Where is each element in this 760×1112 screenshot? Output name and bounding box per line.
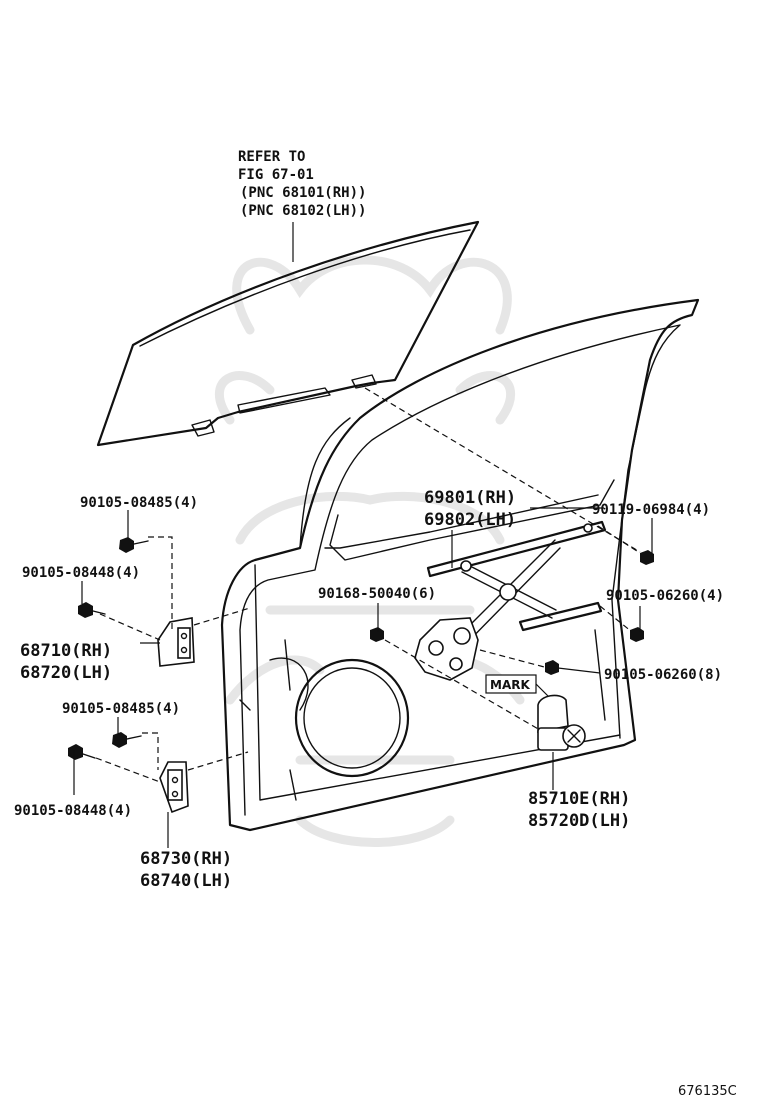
label-85710e-rh: 85710E(RH) — [528, 789, 630, 809]
diagram-id: 676135C — [678, 1084, 737, 1099]
label-90105-08485-lower: 90105-08485(4) — [62, 701, 180, 717]
ref-line-4: (PNC 68102(LH)) — [240, 203, 366, 219]
watermark-emblem — [214, 255, 525, 847]
lower-hinge — [159, 761, 189, 814]
regulator-motor — [537, 694, 586, 751]
label-68730-rh: 68730(RH) — [140, 849, 232, 869]
ref-line-3: (PNC 68101(RH)) — [240, 185, 366, 201]
label-mark: MARK — [490, 678, 530, 692]
assembly-lines — [95, 387, 641, 783]
mark-box — [485, 674, 537, 694]
label-90105-08448-upper: 90105-08448(4) — [22, 565, 140, 581]
label-68740-lh: 68740(LH) — [140, 871, 232, 891]
label-85720d-lh: 85720D(LH) — [528, 811, 630, 831]
leader-lines — [73, 222, 653, 848]
door-shell — [220, 298, 700, 832]
label-90105-08448-lower: 90105-08448(4) — [14, 803, 132, 819]
label-68710-rh: 68710(RH) — [20, 641, 112, 661]
label-90105-08485-upper: 90105-08485(4) — [80, 495, 198, 511]
label-90105-06260-4: 90105-06260(4) — [606, 588, 724, 604]
ref-line-2: FIG 67-01 — [238, 167, 314, 183]
window-regulator — [414, 520, 607, 681]
label-90168-50040: 90168-50040(6) — [318, 586, 436, 602]
label-69802-lh: 69802(LH) — [424, 510, 516, 530]
window-glass — [96, 220, 480, 447]
upper-hinge — [157, 617, 195, 667]
bolts — [68, 537, 654, 760]
label-90119-06984: 90119-06984(4) — [592, 502, 710, 518]
label-90105-06260-8: 90105-06260(8) — [604, 667, 722, 683]
label-68720-lh: 68720(LH) — [20, 663, 112, 683]
ref-line-1: REFER TO — [238, 149, 305, 165]
label-69801-rh: 69801(RH) — [424, 488, 516, 508]
